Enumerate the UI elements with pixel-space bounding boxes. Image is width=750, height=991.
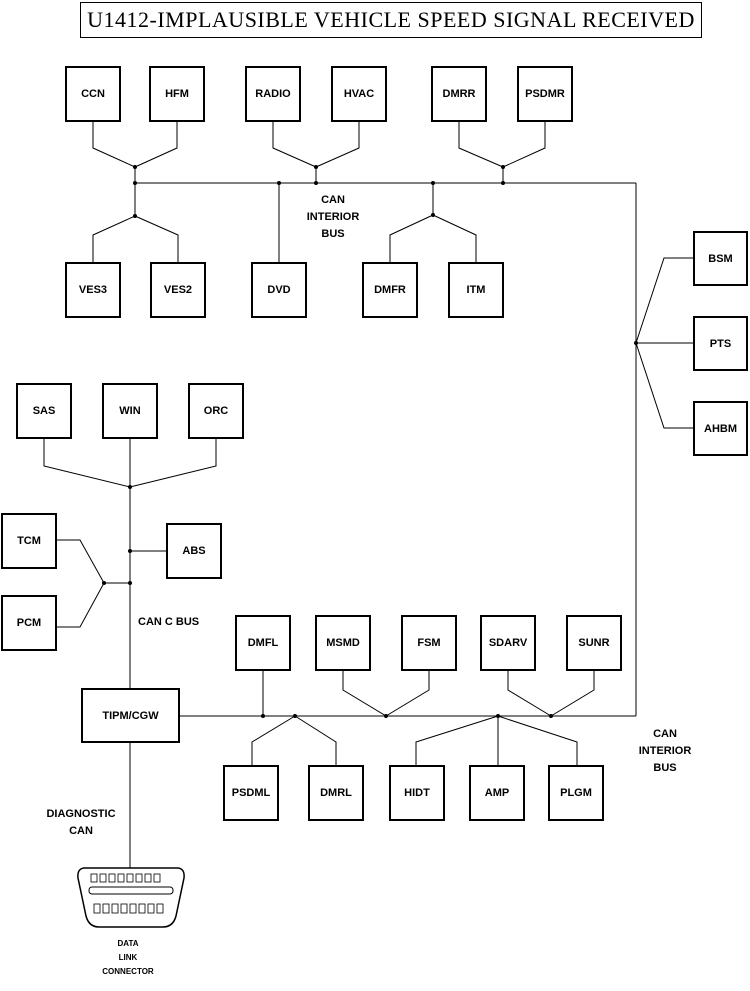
dlc-label-line2: LINK [118,953,138,962]
dlc-label-line3: CONNECTOR [102,967,154,976]
bus-node [277,181,281,185]
bus-node [128,581,132,585]
can-interior-bus-label-top-line2: INTERIOR [306,211,360,223]
wire-tcm [57,539,105,584]
module-bsm: BSM [693,231,748,286]
bus-node [128,549,132,553]
module-sdarv: SDARV [480,615,536,671]
module-plgm: PLGM [548,765,604,821]
module-pcm: PCM [1,595,57,651]
module-ves3: VES3 [65,262,121,318]
module-ahbm: AHBM [693,401,748,456]
module-dmrl: DMRL [308,765,364,821]
module-hidt: HIDT [389,765,445,821]
can-interior-bus-label-top: CAN INTERIOR BUS [292,192,374,243]
dlc-label-line1: DATA [117,939,139,948]
wire-dmfr [389,214,434,262]
wire-dmrr [458,122,504,168]
data-link-connector-icon [77,867,185,928]
module-orc: ORC [188,383,244,439]
wire-hidt [415,715,499,765]
wire-hfm [134,122,178,168]
bus-node [431,181,435,185]
bus-node [293,714,297,718]
bus-node [133,214,137,218]
diagnostic-can-label-line1: DIAGNOSTIC [46,808,116,820]
module-win: WIN [102,383,158,439]
wire-sunr [550,670,595,717]
can-interior-bus-label-bottom: CAN INTERIOR BUS [624,726,706,777]
can-interior-bus-label-bottom-line3: BUS [653,762,677,774]
bus-node [314,165,318,169]
module-hvac: HVAC [331,66,387,122]
bus-node [128,485,132,489]
bus-node [431,213,435,217]
module-sas: SAS [16,383,72,439]
module-tipm-cgw: TIPM/CGW [81,688,180,743]
wire-dmrl [294,715,337,765]
module-ccn: CCN [65,66,121,122]
module-dmfr: DMFR [362,262,418,318]
module-dmrr: DMRR [431,66,487,122]
wire-ves3 [92,215,136,262]
module-fsm: FSM [401,615,457,671]
wire-hvac [315,122,360,168]
bus-node [496,714,500,718]
module-amp: AMP [469,765,525,821]
can-interior-bus-label-top-line3: BUS [321,228,345,240]
can-interior-bus-label-top-line1: CAN [321,194,345,206]
module-psdml: PSDML [223,765,279,821]
module-sunr: SUNR [566,615,622,671]
wire-sas [43,438,131,488]
bus-node [261,714,265,718]
module-dmfl: DMFL [235,615,291,671]
data-link-connector-label: DATA LINK CONNECTOR [88,937,168,979]
wire-pcm [57,582,105,628]
bus-node [501,181,505,185]
wire-itm [432,214,477,262]
diagram-title: U1412-IMPLAUSIBLE VEHICLE SPEED SIGNAL R… [80,2,702,38]
module-tcm: TCM [1,513,57,569]
bus-node [549,714,553,718]
wire-bsm [635,257,693,344]
wire-plgm [497,715,578,765]
bus-node [133,165,137,169]
wire-ves2 [134,215,179,262]
module-psdmr: PSDMR [517,66,573,122]
wire-radio [272,122,317,168]
can-interior-bus-label-bottom-line1: CAN [653,728,677,740]
module-pts: PTS [693,316,748,371]
bus-node [102,581,106,585]
module-itm: ITM [448,262,504,318]
bus-node [501,165,505,169]
wire-psdmr [502,122,546,168]
can-c-bus-label: CAN C BUS [138,616,200,628]
diagnostic-can-label: DIAGNOSTIC CAN [36,806,126,840]
wire-sdarv [507,670,552,717]
bus-node [314,181,318,185]
bus-node [133,181,137,185]
wire-orc [129,438,217,488]
bus-node [634,341,638,345]
module-radio: RADIO [245,66,301,122]
module-hfm: HFM [149,66,205,122]
wire-ahbm [635,342,693,429]
module-abs: ABS [166,523,222,579]
module-ves2: VES2 [150,262,206,318]
module-dvd: DVD [251,262,307,318]
module-msmd: MSMD [315,615,371,671]
bus-node [384,714,388,718]
wire-ccn [92,122,136,168]
wire-psdml [251,715,296,765]
diagnostic-can-label-line2: CAN [69,825,93,837]
wire-fsm [385,670,430,717]
can-interior-bus-label-bottom-line2: INTERIOR [638,745,692,757]
wire-msmd [342,670,387,717]
